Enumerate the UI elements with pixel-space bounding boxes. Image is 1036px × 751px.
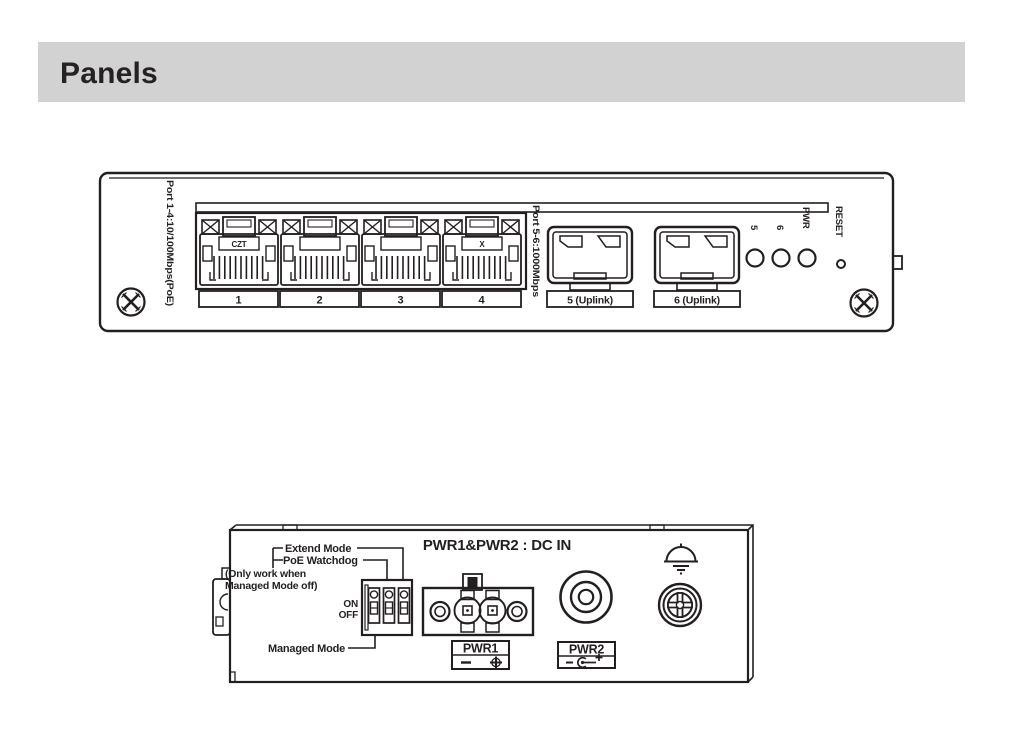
side-tab [892,255,903,270]
led-5 [745,248,765,268]
panel-depth-edge [229,524,754,683]
managed-mode-label: Managed Mode [268,643,345,655]
pwr1-label-plate: PWR1 [451,640,510,670]
pwr1-label: PWR1 [463,642,499,656]
port-shelf [195,202,829,213]
uplink-port-6 [653,225,741,292]
reset-button-hole [836,259,846,269]
port-label-4: 4 [479,295,486,307]
port-label-3: 3 [398,295,404,307]
pwr2-label: PWR2 [569,643,605,657]
dip-switch-1 [367,587,381,624]
led-pwr [797,248,817,268]
uplink6-plate [653,290,741,308]
dc-polarity-icon [566,654,603,669]
led-label-6: 6 [774,225,785,230]
top-notch [282,524,298,531]
pwr2-label-plate: PWR2 [557,641,616,669]
corner-step [230,671,236,682]
port-number-plates: 1 2 3 4 [198,290,522,308]
rj45-port-block [194,211,528,291]
top-notch [649,524,665,531]
port1-tag: CZT [232,240,247,249]
poe-watchdog-label: PoE Watchdog [283,555,358,567]
uplink-port-group-label: Port 5-6:1000Mbps [531,205,541,297]
rj45-port-4 [443,217,521,285]
rj45-port-1 [200,217,278,285]
page-title: Panels [60,57,158,90]
pwr1-terminal-block [421,573,535,637]
led-6 [771,248,791,268]
dip-note-line1: (Only work when [225,568,306,580]
front-panel-diagram: Port 1-4:10/100Mbps(PoE) Port 5-6:1000Mb… [98,171,903,333]
dip-switch-block [360,578,414,637]
din-rail-clip [212,567,231,636]
ground-screw [657,582,703,628]
ground-icon [664,543,698,575]
led-label-5: 5 [748,225,759,231]
uplink-label-5: 5 (Uplink) [567,295,613,307]
label-leader-lines [272,547,404,649]
port-label-1: 1 [236,295,242,307]
extend-mode-label: Extend Mode [285,543,351,555]
rj45-port-3 [362,217,440,285]
led-label-pwr: PWR [800,207,811,229]
reset-label: RESET [833,206,844,237]
on-label: ON [343,599,358,610]
dip-note-line2: Managed Mode off) [225,580,317,592]
plus-icon [490,656,502,669]
off-label: OFF [339,610,358,621]
dc-jack [559,570,613,624]
uplink-label-6: 6 (Uplink) [674,295,720,307]
led-indicators: 5 6 PWR [745,207,817,268]
section-header-bar: Panels [38,42,965,102]
rj45-port-2 [281,217,359,285]
dc-in-title: PWR1&PWR2 : DC IN [423,537,571,554]
port4-tag: X [479,240,485,249]
dip-switch-3 [397,587,411,624]
poe-port-group-label: Port 1-4:10/100Mbps(PoE) [165,180,175,306]
screw-icon [849,288,879,318]
screw-icon [116,287,146,317]
uplink5-plate [546,290,634,308]
uplink-port-5 [546,225,634,292]
port-label-2: 2 [317,295,323,307]
power-panel-diagram: PWR1&PWR2 : DC IN Extend Mode PoE Watchd… [212,524,754,684]
dip-switch-2 [382,587,396,624]
front-panel-chassis [98,171,895,333]
